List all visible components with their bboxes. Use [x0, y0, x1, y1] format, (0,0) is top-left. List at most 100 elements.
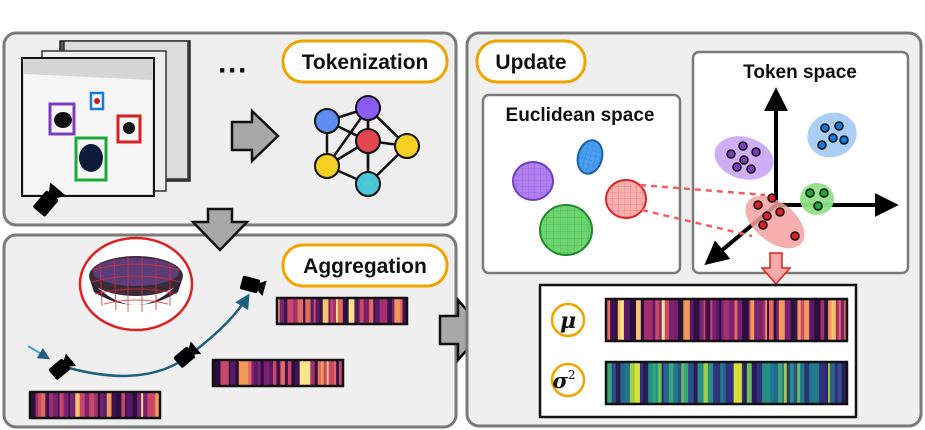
feature-stripe	[334, 360, 337, 386]
feature-bar-border	[275, 296, 409, 326]
feature-stripe	[94, 392, 99, 418]
feature-stripe	[693, 362, 698, 404]
feature-stripe	[746, 362, 752, 404]
mu-symbol: μ	[560, 308, 576, 334]
feature-stripe	[220, 360, 227, 386]
feature-stripe	[793, 362, 798, 404]
feature-stripe	[52, 392, 59, 418]
feature-stripe	[794, 299, 798, 341]
feature-stripe	[399, 298, 403, 324]
feature-stripe	[814, 299, 817, 341]
feature-stripe	[694, 299, 700, 341]
feature-stripe	[254, 360, 258, 386]
feature-stripe	[804, 299, 810, 341]
feature-stripe	[699, 299, 704, 341]
feature-stripe	[273, 360, 277, 386]
feature-stripe	[629, 299, 634, 341]
arrow-down-icon	[190, 207, 250, 252]
feature-stripe	[103, 392, 108, 418]
feature-stripe	[773, 299, 777, 341]
feature-stripe	[260, 360, 265, 386]
feature-stripe	[394, 298, 401, 324]
feature-stripe	[294, 360, 300, 386]
feature-stripe	[624, 362, 631, 404]
feature-stripe	[741, 362, 745, 404]
feature-stripe	[276, 360, 279, 386]
feature-stripe	[315, 298, 320, 324]
feature-stripe	[337, 298, 344, 324]
feature-stripe	[606, 362, 613, 404]
feature-stripe	[348, 298, 355, 324]
feature-bar-border	[604, 360, 849, 406]
feature-stripe	[369, 298, 374, 324]
feature-stripe	[719, 299, 722, 341]
feature-stripe	[804, 362, 810, 404]
feature-stripe	[716, 299, 720, 341]
feature-stripe	[257, 360, 261, 386]
feature-stripe	[287, 360, 292, 386]
feature-stripe	[330, 298, 334, 324]
feature-stripe	[354, 298, 357, 324]
feature-stripe	[124, 392, 127, 418]
feature-stripe	[126, 392, 133, 418]
feature-stripe	[824, 299, 829, 341]
feature-stripe	[783, 362, 788, 404]
camera-icon	[33, 182, 66, 217]
feature-stripe	[342, 298, 349, 324]
feature-stripe	[326, 360, 329, 386]
sigma-exponent: 2	[568, 368, 576, 382]
feature-stripe	[703, 362, 709, 404]
feature-stripe	[45, 392, 50, 418]
feature-stripe	[782, 362, 785, 404]
dashed-connector-bottom	[641, 208, 753, 238]
feature-stripe	[826, 362, 829, 404]
feature-stripe	[767, 299, 770, 341]
feature-stripe	[121, 392, 126, 418]
feature-stripe	[697, 362, 704, 404]
feature-stripe	[297, 298, 304, 324]
feature-stripe	[746, 299, 749, 341]
feature-stripe	[303, 298, 306, 324]
camera-icon	[173, 341, 202, 368]
feature-stripe	[69, 392, 76, 418]
feature-stripe	[673, 362, 679, 404]
dashed-connector-top	[639, 183, 766, 197]
feature-stripe	[831, 299, 837, 341]
feature-stripe	[677, 362, 682, 404]
feature-stripe	[151, 392, 156, 418]
aggregation-panel: Aggregation	[2, 207, 458, 429]
feature-stripe	[269, 360, 274, 386]
update-panel: Update Euclidean space Token space	[465, 31, 923, 428]
feature-stripe	[611, 362, 617, 404]
feature-stripe	[683, 299, 688, 341]
tokenization-label: Tokenization	[302, 51, 429, 74]
token-space-box: Token space	[691, 50, 910, 275]
feature-bar-2	[211, 358, 345, 388]
feature-stripe	[762, 362, 766, 404]
feature-stripe	[751, 362, 758, 404]
feature-stripe	[132, 392, 138, 418]
node-cyan	[355, 171, 381, 197]
feature-stripe	[765, 362, 771, 404]
feature-stripe	[768, 299, 774, 341]
feature-stripe	[291, 360, 296, 386]
feature-stripe	[734, 299, 738, 341]
feature-stripe	[617, 299, 621, 341]
feature-stripe	[230, 360, 236, 386]
feature-stripe	[652, 362, 656, 404]
node-blue	[314, 108, 340, 134]
feature-stripe	[35, 392, 39, 418]
feature-stripe	[683, 362, 689, 404]
feature-stripe	[111, 392, 117, 418]
feature-stripe	[248, 360, 252, 386]
feature-stripe	[284, 360, 289, 386]
feature-stripe	[725, 362, 731, 404]
feature-stripe	[668, 362, 674, 404]
feature-stripe	[661, 299, 666, 341]
feature-stripe	[687, 299, 691, 341]
feature-stripe	[217, 360, 221, 386]
parameter-box: μ σ2	[538, 283, 858, 419]
feature-stripe	[320, 360, 324, 386]
feature-stripe	[305, 298, 311, 324]
feature-bar-border	[28, 390, 162, 420]
